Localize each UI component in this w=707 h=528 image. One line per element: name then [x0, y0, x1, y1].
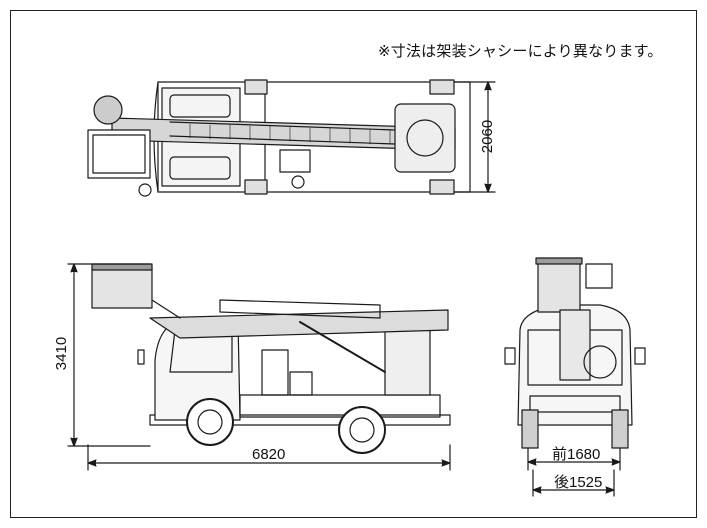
dimension-line-1525 [532, 469, 615, 497]
dimension-line-3410 [67, 263, 151, 447]
dimension-label-2060: 2060 [479, 119, 497, 154]
dimension-line-6820 [87, 444, 451, 471]
rear-view [504, 257, 646, 449]
dimension-label-1680: 前1680 [552, 446, 601, 463]
dimension-label-3410: 3410 [53, 336, 71, 371]
drawing-frame [10, 10, 697, 518]
dimension-line-1680 [527, 447, 621, 471]
dimension-label-6820: 6820 [252, 446, 286, 463]
side-view [91, 263, 451, 454]
top-view [87, 79, 471, 197]
dimensions-note: ※寸法は架装シャシーにより異なります。 [378, 42, 663, 60]
dimension-line-2060 [454, 81, 496, 193]
dimension-label-1525: 後1525 [554, 474, 603, 491]
